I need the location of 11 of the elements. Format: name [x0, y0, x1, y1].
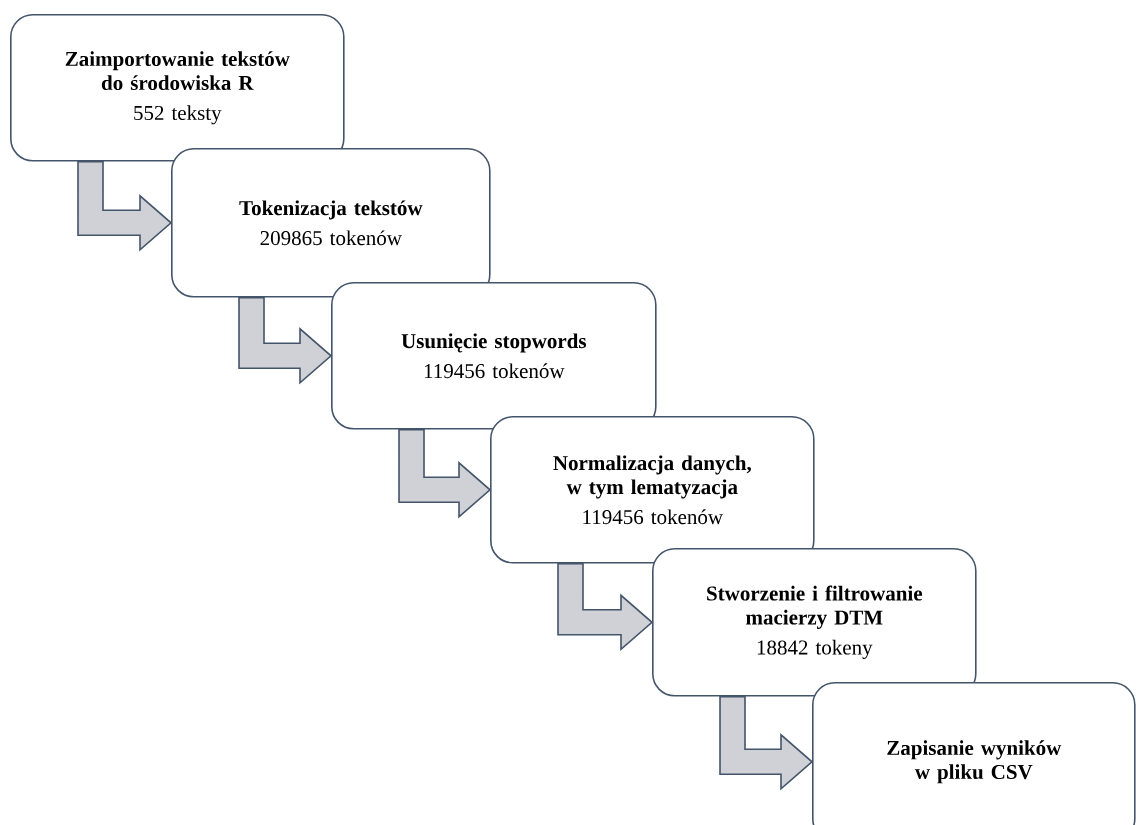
arrow: [398, 428, 492, 519]
process-box: Tokenizacja tekstów 209865 tokenów: [171, 148, 491, 298]
arrow: [719, 695, 814, 791]
arrow: [238, 296, 333, 385]
arrow: [77, 160, 173, 252]
process-box: Usunięcie stopwords 119456 tokenów: [331, 282, 657, 430]
process-box: Zaimportowanie tekstów do środowiska R 552 teksty: [10, 14, 345, 162]
process-box: Zapisanie wyników w pliku CSV: [812, 682, 1136, 825]
process-box: Stworzenie i filtrowanie macierzy DTM 18842 tokeny: [652, 548, 977, 697]
process-box: Normalizacja danych, w tym lematyzacja 119456 tokenów: [490, 416, 815, 564]
arrow: [557, 562, 654, 652]
